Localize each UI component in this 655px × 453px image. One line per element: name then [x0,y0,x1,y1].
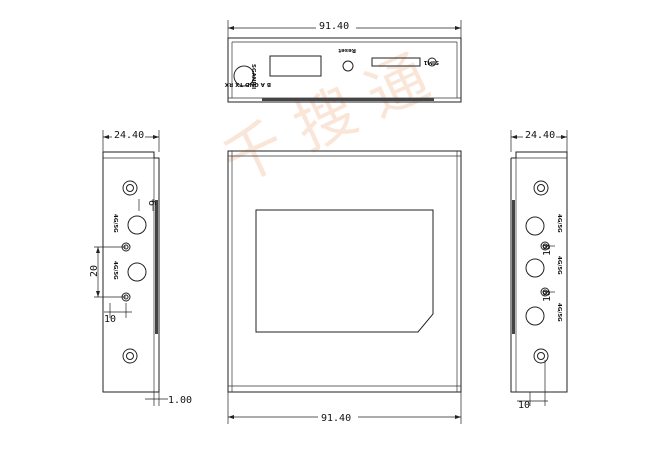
left-antenna-2-label: 4G/5G [112,261,118,280]
right-spacing-a: 18 [542,244,553,256]
right-mount-hole-bottom [533,348,549,364]
left-side-panel-view: 24.40 4G/5G 4G/5G 6 20 1 [89,128,192,406]
left-depth-dimension: 24.40 [114,130,144,141]
front-view: 91.40 [227,150,462,424]
left-spacing-small: 6 [146,200,157,206]
left-antenna-1-icon [127,215,147,235]
top-width-dimension: 91.40 [319,21,349,32]
sim-slot [371,57,421,67]
left-antenna-1-label: 4G/5G [112,214,118,233]
right-antenna-2-label: 4G/5G [556,256,562,275]
front-label-area [255,209,434,333]
reset-label: Reset [338,47,356,53]
right-mount-hole-top [533,180,549,196]
right-spacing-b: 18 [542,290,553,302]
wall-thickness-dimension: 1.00 [168,395,192,406]
power-port-label: SGANIFI [250,64,256,89]
left-mount-hole-bottom [122,348,138,364]
sim-led-icon [427,57,437,67]
right-antenna-3-label: 4G/5G [556,303,562,322]
left-offset: 10 [104,314,116,325]
power-port-icon [233,65,255,87]
sim-label: SIM1 [424,59,439,65]
left-mount-hole-top [122,180,138,196]
right-offset: 10 [518,400,530,411]
front-width-dimension: 91.40 [321,413,351,424]
right-antenna-1-label: 4G/5G [556,214,562,233]
left-spacing-large: 20 [89,265,100,277]
left-antenna-2-icon [127,262,147,282]
terminal-block [269,55,322,77]
right-antenna-1-icon [525,216,545,236]
right-antenna-3-icon [525,306,545,326]
right-depth-dimension: 24.40 [525,130,555,141]
right-side-panel-view: 24.40 4G/5G 4G/5G 4G/5G 18 18 10 [510,128,568,411]
right-antenna-2-icon [525,258,545,278]
top-end-panel-view: 91.40 SGANIFI B A GND TX RX Reset SIM1 [224,19,462,103]
reset-button-icon [342,60,354,72]
terminal-labels: B A GND TX RX [224,81,271,87]
